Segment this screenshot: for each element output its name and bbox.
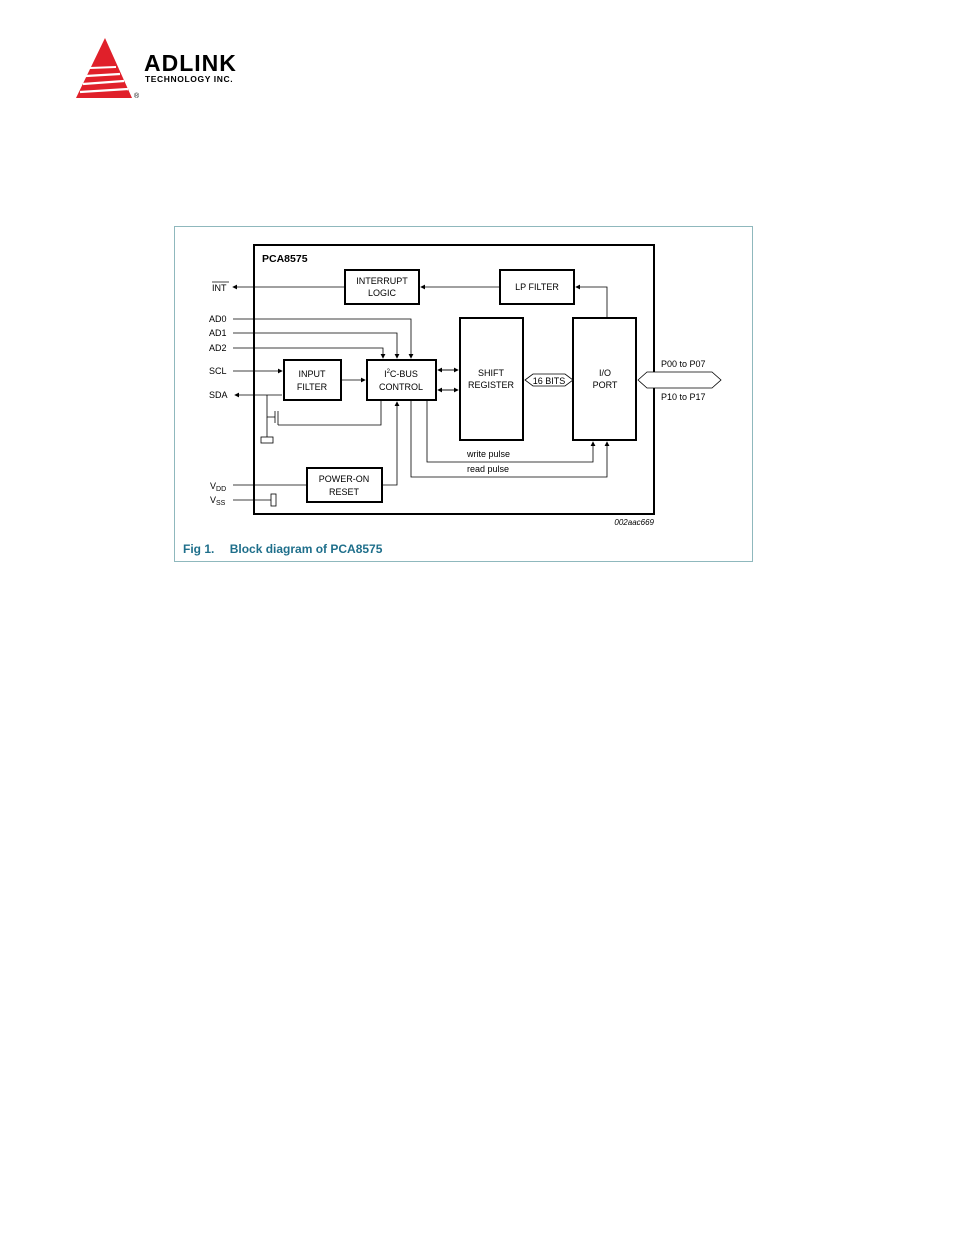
pin-int-label: INT — [212, 283, 227, 293]
io-port-line1: I/O — [599, 368, 611, 378]
block-diagram: PCA8575 INTERRUPT LOGIC LP FILTER INPUT … — [175, 227, 754, 563]
port-label-p0: P00 to P07 — [661, 359, 706, 369]
lp-filter-label: LP FILTER — [515, 282, 559, 292]
interrupt-logic-block: INTERRUPT LOGIC — [345, 270, 419, 304]
pin-sda-label: SDA — [209, 390, 228, 400]
pin-ad0-label: AD0 — [209, 314, 227, 324]
i2c-bus-control-line2: CONTROL — [379, 382, 423, 392]
input-filter-block: INPUT FILTER — [284, 360, 341, 400]
write-pulse-label: write pulse — [466, 449, 510, 459]
pin-vdd-label: VDD — [210, 481, 226, 493]
pin-vss-label: VSS — [210, 495, 226, 507]
figure-caption: Fig 1. Block diagram of PCA8575 — [183, 542, 382, 556]
brand-subtitle: TECHNOLOGY INC. — [145, 74, 233, 84]
power-on-reset-block: POWER-ON RESET — [307, 468, 382, 502]
read-pulse-label: read pulse — [467, 464, 509, 474]
input-filter-line2: FILTER — [297, 382, 328, 392]
registered-mark: ® — [134, 92, 140, 100]
pin-scl-label: SCL — [209, 366, 227, 376]
doc-code: 002aac669 — [614, 518, 654, 527]
i2c-bus-control-line1: I2C-BUS — [384, 369, 418, 379]
shift-register-line2: REGISTER — [468, 380, 515, 390]
bus-16bits: 16 BITS — [525, 374, 573, 386]
power-on-reset-line1: POWER-ON — [319, 474, 370, 484]
input-filter-line1: INPUT — [299, 369, 327, 379]
shift-register-line1: SHIFT — [478, 368, 505, 378]
bus-label: 16 BITS — [533, 376, 566, 386]
port-bus: P00 to P07 P10 to P17 — [638, 359, 721, 402]
interrupt-logic-line2: LOGIC — [368, 288, 397, 298]
pin-ad2-label: AD2 — [209, 343, 227, 353]
io-port-line2: PORT — [593, 380, 618, 390]
io-port-block: I/O PORT — [573, 318, 636, 440]
figure-caption-text: Block diagram of PCA8575 — [230, 542, 383, 556]
figure-caption-number: Fig 1. — [183, 542, 214, 556]
shift-register-block: SHIFT REGISTER — [460, 318, 523, 440]
pin-ad1-label: AD1 — [209, 328, 227, 338]
port-label-p1: P10 to P17 — [661, 392, 706, 402]
i2c-bus-control-block: I2C-BUS CONTROL — [367, 360, 436, 400]
brand-name: ADLINK — [144, 50, 237, 76]
power-on-reset-line2: RESET — [329, 487, 360, 497]
adlink-triangle-icon — [76, 38, 132, 98]
interrupt-logic-line1: INTERRUPT — [356, 276, 408, 286]
lp-filter-block: LP FILTER — [500, 270, 574, 304]
figure-frame: PCA8575 INTERRUPT LOGIC LP FILTER INPUT … — [174, 226, 753, 562]
chip-label: PCA8575 — [262, 253, 308, 265]
adlink-logo: ADLINK TECHNOLOGY INC. ® — [72, 34, 282, 100]
